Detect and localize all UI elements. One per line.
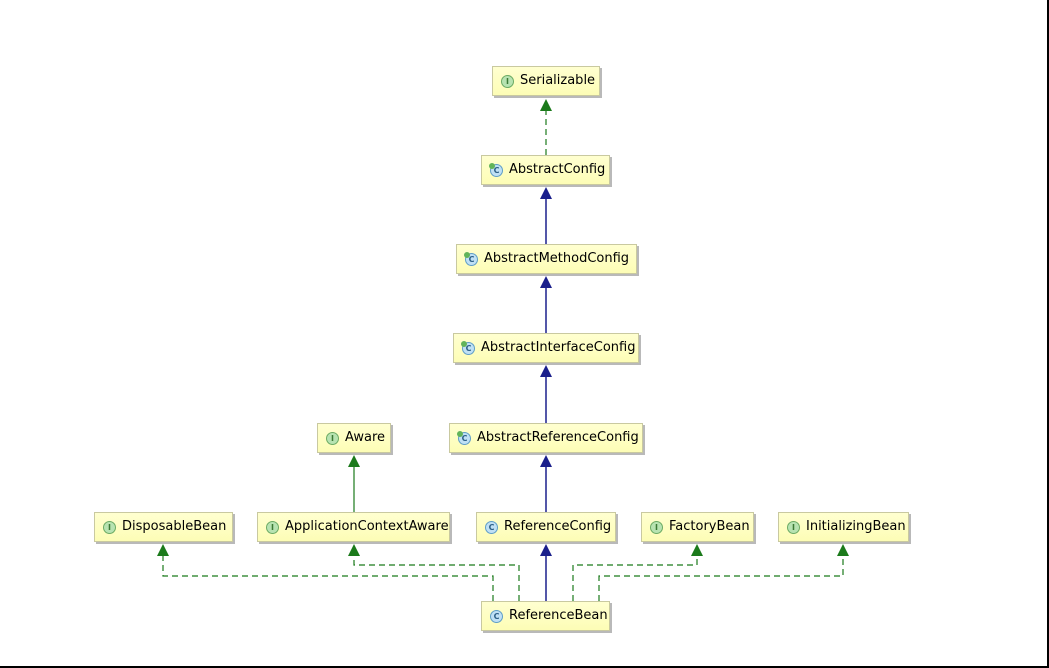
implements-arrowhead <box>837 544 849 556</box>
extends-arrowhead <box>540 544 552 556</box>
node-abstract-method-config[interactable]: C AbstractMethodConfig <box>456 244 637 274</box>
node-disposable-bean[interactable]: I DisposableBean <box>94 512 233 542</box>
node-reference-config[interactable]: C ReferenceConfig <box>476 512 616 542</box>
extends-arrowhead <box>540 276 552 288</box>
edge-referencebean-implements-disposablebean <box>162 556 494 601</box>
implements-arrowhead <box>691 544 703 556</box>
node-application-context-aware[interactable]: I ApplicationContextAware <box>257 512 450 542</box>
node-reference-bean[interactable]: C ReferenceBean <box>481 601 610 631</box>
abstract-class-icon: C <box>489 162 503 177</box>
node-label: ApplicationContextAware <box>285 519 449 534</box>
class-icon: C <box>490 609 503 623</box>
node-aware[interactable]: I Aware <box>317 423 391 453</box>
extends-interface-arrowhead <box>348 455 360 467</box>
edge-referencebean-implements-factorybean <box>572 556 698 601</box>
node-label: AbstractMethodConfig <box>484 251 630 266</box>
extends-arrowhead <box>540 455 552 467</box>
interface-icon: I <box>326 431 339 445</box>
node-abstract-interface-config[interactable]: C AbstractInterfaceConfig <box>453 333 639 363</box>
extends-arrowhead <box>540 187 552 199</box>
interface-icon: I <box>266 520 279 534</box>
node-label: AbstractReferenceConfig <box>477 430 639 445</box>
extends-arrowhead <box>540 365 552 377</box>
interface-icon: I <box>787 520 800 534</box>
class-icon: C <box>485 520 498 534</box>
abstract-class-icon: C <box>461 340 475 355</box>
node-label: AbstractConfig <box>509 162 606 177</box>
node-initializing-bean[interactable]: I InitializingBean <box>778 512 909 542</box>
implements-arrowhead <box>157 544 169 556</box>
edge-referencebean-implements-applicationcontextaware <box>353 556 520 601</box>
node-label: Aware <box>345 430 386 445</box>
node-label: ReferenceConfig <box>504 519 612 534</box>
interface-icon: I <box>650 520 663 534</box>
interface-icon: I <box>501 74 514 88</box>
edge-referencebean-implements-initializingbean <box>598 556 844 601</box>
node-label: Serializable <box>520 73 596 88</box>
node-label: AbstractInterfaceConfig <box>481 340 636 355</box>
node-abstract-config[interactable]: C AbstractConfig <box>481 155 610 185</box>
node-label: ReferenceBean <box>509 608 608 623</box>
node-label: DisposableBean <box>122 519 227 534</box>
node-abstract-reference-config[interactable]: C AbstractReferenceConfig <box>449 423 643 453</box>
node-label: FactoryBean <box>669 519 750 534</box>
abstract-class-icon: C <box>457 430 471 445</box>
node-serializable[interactable]: I Serializable <box>492 66 600 96</box>
interface-icon: I <box>103 520 116 534</box>
node-label: InitializingBean <box>806 519 906 534</box>
implements-arrowhead <box>540 99 552 111</box>
node-factory-bean[interactable]: I FactoryBean <box>641 512 754 542</box>
implements-arrowhead <box>348 544 360 556</box>
abstract-class-icon: C <box>464 251 478 266</box>
